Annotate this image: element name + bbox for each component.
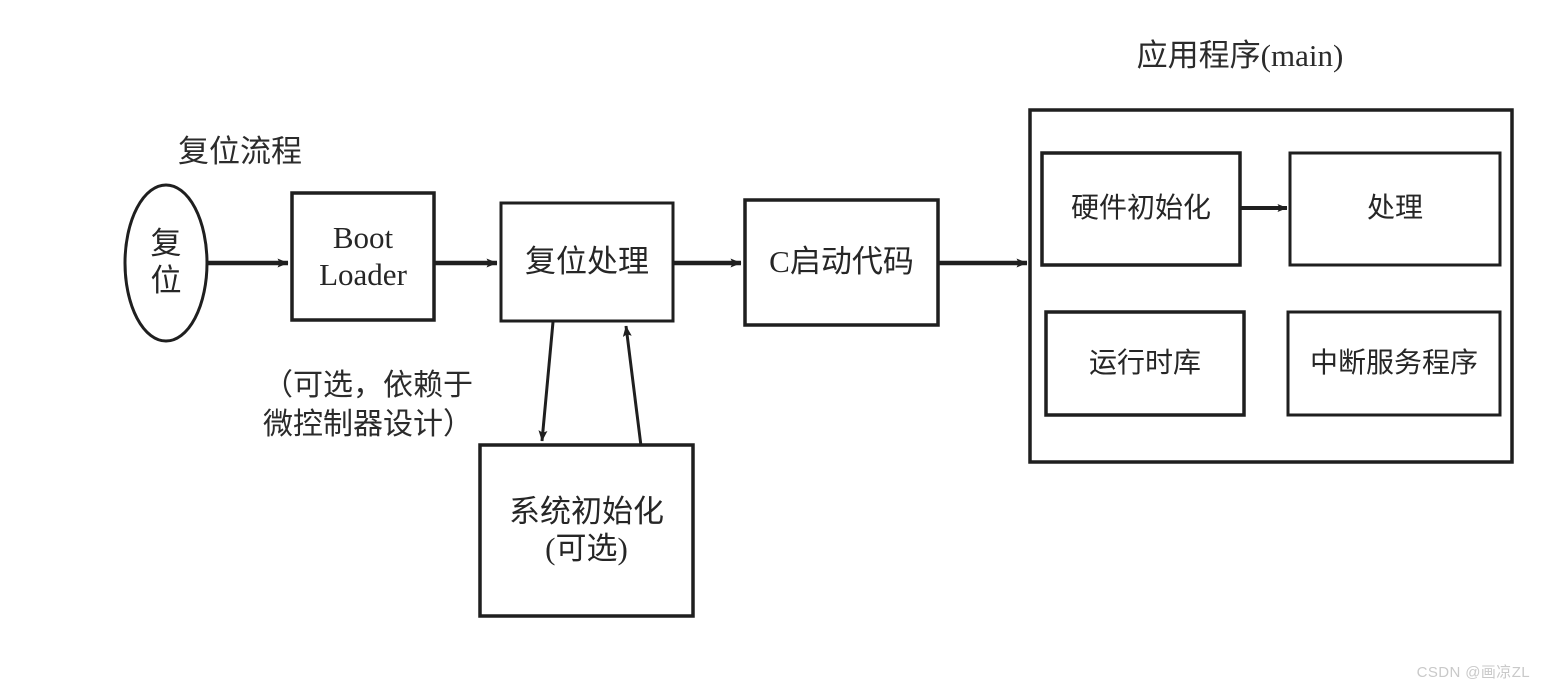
node-c-startup-shape xyxy=(743,198,940,327)
node-hardware-init-shape xyxy=(1040,151,1242,267)
node-reset-handler-shape xyxy=(499,201,675,323)
node-system-init-shape xyxy=(478,443,695,618)
node-runtime-library-shape xyxy=(1044,310,1246,417)
edge-reset-handler-to-system-init xyxy=(538,321,555,442)
watermark: CSDN @画凉ZL xyxy=(1416,664,1530,681)
node-reset-shape xyxy=(123,183,209,343)
node-interrupt-service-shape xyxy=(1286,310,1502,417)
node-bootloader-shape xyxy=(290,191,436,322)
node-process-shape xyxy=(1288,151,1502,267)
page-title-application: 应用程序(main) xyxy=(1136,38,1344,73)
page-title-reset-flow: 复位流程 xyxy=(178,134,302,169)
edge-system-init-to-reset-handler xyxy=(622,325,643,447)
bootloader-note-label: （可选，依赖于 微控制器设计） xyxy=(263,369,473,441)
